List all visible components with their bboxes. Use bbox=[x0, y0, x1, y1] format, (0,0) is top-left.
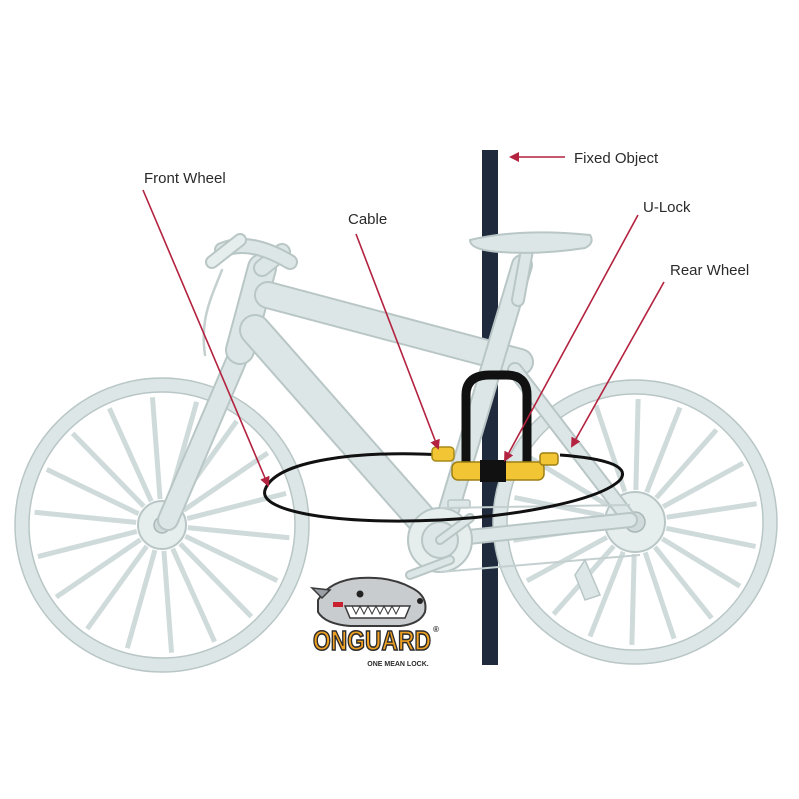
wheel-spoke bbox=[661, 461, 745, 509]
wheel-spoke bbox=[665, 525, 757, 549]
wheel-spoke bbox=[70, 431, 146, 509]
label-rear-wheel: Rear Wheel bbox=[670, 262, 749, 279]
wheel-spoke bbox=[54, 537, 142, 600]
wheel-spoke bbox=[161, 550, 175, 653]
logo-tagline: ONE MEAN LOCK. bbox=[367, 661, 429, 668]
wheel-spoke bbox=[170, 547, 217, 643]
wheel-spoke bbox=[587, 550, 626, 638]
wheel-spoke bbox=[45, 467, 140, 516]
arrow-front-wheel bbox=[142, 189, 270, 487]
label-cable: Cable bbox=[348, 211, 387, 228]
wheel-spoke bbox=[178, 541, 254, 619]
bike-frame bbox=[157, 243, 638, 556]
logo-registered: ® bbox=[433, 625, 439, 634]
arrow-u-lock bbox=[504, 214, 639, 462]
handlebar bbox=[202, 233, 298, 357]
wheel-spoke bbox=[149, 397, 163, 500]
wheel-spoke bbox=[666, 501, 758, 520]
callout-arrows bbox=[142, 152, 665, 487]
wheel-spoke bbox=[85, 544, 149, 631]
wheel-spoke bbox=[107, 407, 154, 503]
wheel-spoke bbox=[37, 528, 138, 559]
wheel-spoke bbox=[593, 404, 628, 493]
derailleur bbox=[574, 558, 602, 601]
wheel-spoke bbox=[34, 509, 137, 525]
cable-end bbox=[431, 446, 455, 462]
wheel-spoke bbox=[652, 545, 714, 620]
label-fixed-object: Fixed Object bbox=[574, 150, 659, 167]
wheel-spoke bbox=[654, 428, 719, 500]
wheel-spoke bbox=[644, 406, 683, 494]
wheel-spoke bbox=[186, 491, 287, 522]
wheel-spoke bbox=[182, 450, 270, 513]
wheel-spoke bbox=[633, 398, 641, 491]
u-lock bbox=[451, 370, 559, 482]
crankset bbox=[405, 499, 641, 580]
saddle bbox=[468, 231, 593, 254]
onguard-logo: ONGUARD ® ONE MEAN LOCK. bbox=[309, 576, 439, 668]
label-front-wheel: Front Wheel bbox=[144, 170, 226, 187]
label-u-lock: U-Lock bbox=[643, 199, 691, 216]
wheel-spoke bbox=[660, 536, 742, 589]
arrow-rear-wheel bbox=[571, 281, 665, 448]
wheel-spoke bbox=[642, 551, 677, 640]
arrow-cable bbox=[355, 233, 440, 450]
wheel-spoke bbox=[187, 525, 290, 541]
wheel-spoke bbox=[525, 535, 609, 583]
security-cable bbox=[263, 452, 624, 523]
bulldog-mascot-icon bbox=[309, 576, 427, 627]
wheel-spoke bbox=[184, 534, 279, 583]
logo-brand: ONGUARD bbox=[313, 625, 431, 656]
front-wheel-spokes bbox=[34, 397, 290, 653]
wheel-spoke bbox=[629, 553, 637, 646]
wheel-spoke bbox=[124, 549, 158, 649]
